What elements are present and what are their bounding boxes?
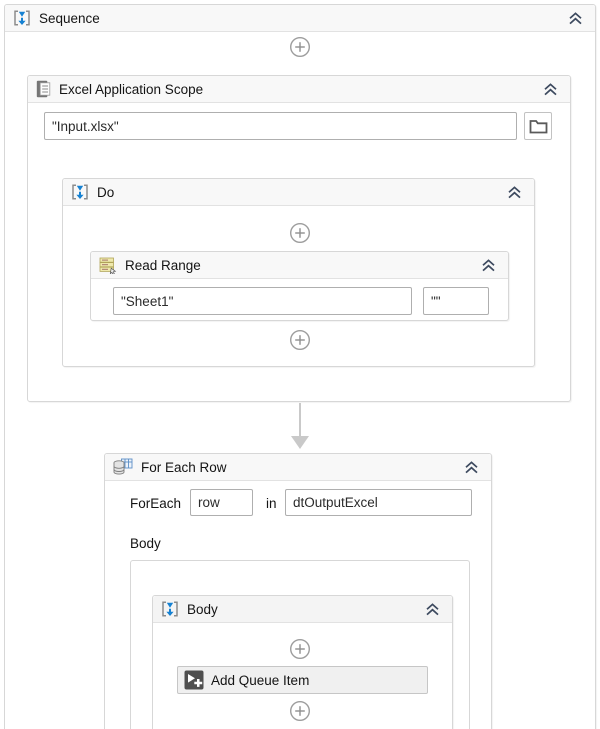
sheet-name-input[interactable] (113, 287, 412, 315)
add-activity-button[interactable] (289, 329, 311, 351)
sequence-header[interactable]: Sequence (5, 5, 595, 32)
in-label: in (266, 496, 277, 511)
collapse-chevron-icon[interactable] (481, 258, 496, 272)
do-header[interactable]: Do (63, 179, 534, 206)
excel-scope-header[interactable]: Excel Application Scope (28, 76, 570, 103)
iteration-item-input[interactable] (190, 489, 253, 516)
for-each-row-title: For Each Row (141, 459, 227, 475)
sequence-icon (13, 10, 31, 26)
sequence-icon (161, 601, 179, 617)
read-range-header[interactable]: Read Range (91, 252, 508, 279)
body-drop-container: Body (130, 560, 470, 729)
collapse-chevron-icon[interactable] (464, 460, 479, 474)
datatable-rows-icon (113, 458, 133, 476)
cell-range-input[interactable] (423, 287, 489, 315)
add-activity-button[interactable] (289, 700, 311, 722)
browse-file-button[interactable] (524, 112, 552, 140)
add-activity-button[interactable] (289, 222, 311, 244)
add-activity-button[interactable] (289, 638, 311, 660)
collection-input[interactable] (285, 489, 472, 516)
flow-connector-arrowhead (291, 436, 309, 449)
sequence-icon (71, 184, 89, 200)
sequence-activity: Sequence Exc (4, 4, 596, 729)
collapse-chevron-icon[interactable] (425, 602, 440, 616)
add-activity-button[interactable] (289, 36, 311, 58)
do-sequence-activity: Do (62, 178, 535, 367)
body-sequence-title: Body (187, 601, 218, 617)
foreach-label: ForEach (130, 496, 182, 511)
add-queue-item-activity[interactable]: Add Queue Item (177, 666, 428, 694)
workbook-path-input[interactable] (44, 112, 517, 140)
for-each-row-activity: For Each Row ForEach in Body Body (104, 453, 492, 729)
folder-icon (529, 119, 548, 134)
excel-workbook-icon (36, 80, 51, 98)
sequence-title: Sequence (39, 10, 100, 26)
body-sequence-activity: Body (152, 595, 453, 729)
collapse-chevron-icon[interactable] (543, 82, 558, 96)
read-range-table-icon (99, 256, 117, 274)
body-sequence-header[interactable]: Body (153, 596, 452, 623)
read-range-activity: Read Range (90, 251, 509, 321)
read-range-title: Read Range (125, 257, 201, 273)
for-each-row-header[interactable]: For Each Row (105, 454, 491, 481)
add-queue-item-title: Add Queue Item (211, 672, 310, 688)
excel-scope-title: Excel Application Scope (59, 81, 204, 97)
collapse-chevron-icon[interactable] (507, 185, 522, 199)
do-title: Do (97, 184, 115, 200)
collapse-chevron-icon[interactable] (568, 11, 583, 25)
flow-connector-line (299, 403, 301, 438)
add-queue-item-icon (184, 670, 204, 690)
excel-application-scope-activity: Excel Application Scope (27, 75, 571, 402)
body-section-label: Body (130, 536, 161, 551)
